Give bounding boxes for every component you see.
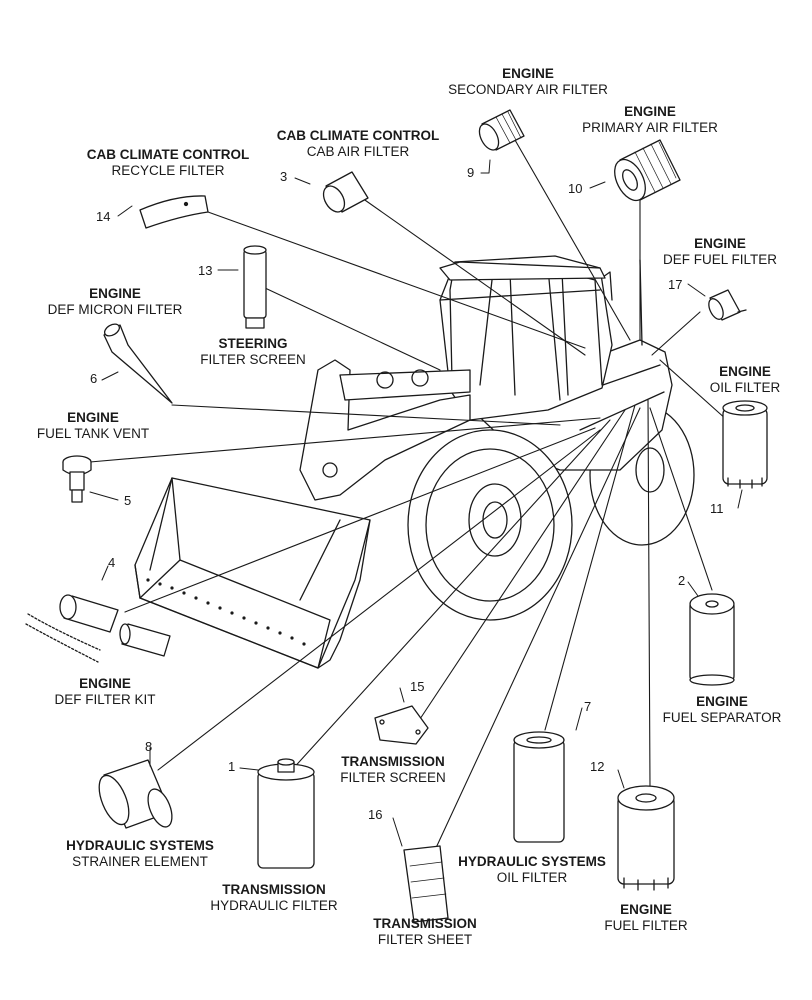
transmission-filter-screen-icon <box>374 705 429 745</box>
callout-system: ENGINE <box>79 676 131 691</box>
callout-label-13: STEERING FILTER SCREEN <box>188 336 318 368</box>
callout-system: ENGINE <box>694 236 746 251</box>
callout-part: DEF MICRON FILTER <box>47 302 183 317</box>
callout-label-5: ENGINE FUEL TANK VENT <box>18 410 168 442</box>
callout-number-3: 3 <box>280 169 288 184</box>
callout-system: ENGINE <box>696 694 748 709</box>
primary-air-filter-icon <box>614 139 681 202</box>
callout-label-10: ENGINE PRIMARY AIR FILTER <box>560 104 740 136</box>
callout-system: STEERING <box>218 336 288 351</box>
callout-part: CAB AIR FILTER <box>306 144 410 159</box>
callout-label-17: ENGINE DEF FUEL FILTER <box>650 236 790 268</box>
fuel-separator-icon <box>689 593 735 686</box>
callout-system: ENGINE <box>502 66 554 81</box>
lift-arm <box>299 359 471 501</box>
callout-system: CAB CLIMATE CONTROL <box>276 128 440 143</box>
callout-label-4: ENGINE DEF FILTER KIT <box>30 676 180 708</box>
callout-system: TRANSMISSION <box>373 916 477 931</box>
rear-hub <box>635 447 665 493</box>
callout-number-11: 11 <box>710 501 724 516</box>
callout-label-7: HYDRAULIC SYSTEMS OIL FILTER <box>444 854 620 886</box>
secondary-air-filter-icon <box>478 109 525 151</box>
callout-part: FUEL TANK VENT <box>36 426 150 441</box>
callout-system: ENGINE <box>67 410 119 425</box>
callout-part: FUEL FILTER <box>604 918 688 933</box>
def-fuel-filter-icon <box>708 289 747 321</box>
callout-label-6: ENGINE DEF MICRON FILTER <box>30 286 200 318</box>
callout-system: ENGINE <box>620 902 672 917</box>
recycle-filter-icon <box>139 195 209 229</box>
callout-number-6: 6 <box>90 371 98 386</box>
callout-part: FILTER SCREEN <box>200 352 306 367</box>
callout-number-10: 10 <box>568 181 583 196</box>
callout-number-2: 2 <box>678 573 686 588</box>
callout-system: ENGINE <box>89 286 141 301</box>
callout-label-3: CAB CLIMATE CONTROL CAB AIR FILTER <box>258 128 458 160</box>
front-hub <box>468 483 522 557</box>
callout-number-13: 13 <box>198 263 213 278</box>
callout-part: OIL FILTER <box>709 380 781 395</box>
bucket <box>134 477 371 669</box>
callout-system: CAB CLIMATE CONTROL <box>86 147 250 162</box>
callout-system: TRANSMISSION <box>341 754 445 769</box>
callout-part: OIL FILTER <box>496 870 568 885</box>
callout-label-11: ENGINE OIL FILTER <box>690 364 800 396</box>
callout-number-12: 12 <box>590 759 605 774</box>
callout-label-16: TRANSMISSION FILTER SHEET <box>360 916 490 948</box>
callout-system: ENGINE <box>719 364 771 379</box>
callout-part: HYDRAULIC FILTER <box>210 898 338 913</box>
callout-number-14: 14 <box>96 209 111 224</box>
callout-number-1: 1 <box>228 759 236 774</box>
hydraulic-oil-filter-icon <box>513 731 565 843</box>
callout-part: STRAINER ELEMENT <box>72 854 208 869</box>
callout-number-5: 5 <box>124 493 132 508</box>
transmission-hydraulic-filter-icon <box>257 758 315 869</box>
engine-oil-filter-icon <box>722 400 768 489</box>
engine-fuel-filter-icon <box>617 785 675 891</box>
callout-system: HYDRAULIC SYSTEMS <box>458 854 606 869</box>
callout-number-4: 4 <box>108 555 116 570</box>
callout-number-17: 17 <box>668 277 683 292</box>
callout-label-8: HYDRAULIC SYSTEMS STRAINER ELEMENT <box>50 838 230 870</box>
callout-system: ENGINE <box>624 104 676 119</box>
number-ticks <box>89 159 743 847</box>
callout-number-16: 16 <box>368 807 383 822</box>
callout-label-2: ENGINE FUEL SEPARATOR <box>648 694 796 726</box>
def-filter-kit-icon <box>25 594 171 663</box>
leader-lines <box>89 139 728 851</box>
callout-part: DEF FUEL FILTER <box>662 252 777 267</box>
callout-number-9: 9 <box>467 165 475 180</box>
cab-air-filter-icon <box>322 171 369 213</box>
callout-label-1: TRANSMISSION HYDRAULIC FILTER <box>200 882 348 914</box>
callout-label-14: CAB CLIMATE CONTROL RECYCLE FILTER <box>68 147 268 179</box>
callout-system: TRANSMISSION <box>222 882 326 897</box>
callout-label-9: ENGINE SECONDARY AIR FILTER <box>418 66 638 98</box>
callout-part: FUEL SEPARATOR <box>662 710 782 725</box>
callout-part: FILTER SHEET <box>377 932 473 947</box>
callout-part: SECONDARY AIR FILTER <box>448 82 608 97</box>
callout-label-15: TRANSMISSION FILTER SCREEN <box>330 754 456 786</box>
callout-part: PRIMARY AIR FILTER <box>582 120 718 135</box>
steering-filter-screen-icon <box>243 245 267 329</box>
wheel-loader <box>134 255 695 669</box>
transmission-filter-sheet-icon <box>403 845 449 923</box>
bucket-bolts <box>146 578 306 646</box>
fuel-tank-vent-icon <box>62 455 92 503</box>
def-micron-filter-icon <box>103 323 173 404</box>
callout-part: RECYCLE FILTER <box>111 163 225 178</box>
callout-number-8: 8 <box>145 739 153 754</box>
callout-number-15: 15 <box>410 679 425 694</box>
callout-label-12: ENGINE FUEL FILTER <box>586 902 706 934</box>
callout-part: FILTER SCREEN <box>340 770 446 785</box>
hydraulic-strainer-element-icon <box>98 759 173 829</box>
callout-number-7: 7 <box>584 699 592 714</box>
callout-part: DEF FILTER KIT <box>54 692 156 707</box>
callout-system: HYDRAULIC SYSTEMS <box>66 838 214 853</box>
